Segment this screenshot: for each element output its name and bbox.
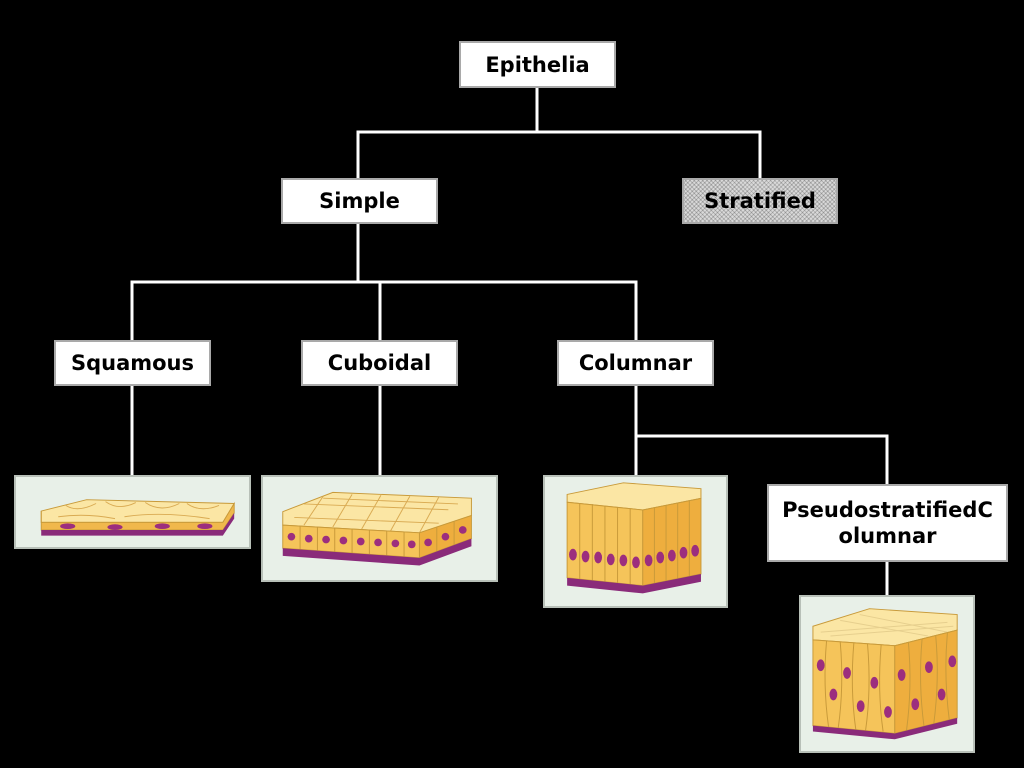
connector-simple-cuboidal bbox=[358, 280, 382, 340]
columnar-illustration bbox=[543, 475, 728, 608]
node-stratified: Stratified bbox=[682, 178, 838, 224]
squamous-tissue-icon bbox=[40, 499, 236, 536]
node-epithelia-label: Epithelia bbox=[485, 52, 590, 77]
squamous-illustration bbox=[14, 475, 251, 549]
node-simple: Simple bbox=[281, 178, 438, 224]
node-pseudostratified-label: PseudostratifiedColumnar bbox=[782, 498, 993, 548]
connector-simple-columnar bbox=[380, 280, 638, 340]
pseudostratified-illustration bbox=[799, 595, 975, 753]
connector-columnar-pseudostratified bbox=[636, 434, 889, 484]
node-columnar-label: Columnar bbox=[578, 351, 693, 375]
node-epithelia: Epithelia bbox=[459, 41, 616, 88]
node-simple-label: Simple bbox=[319, 189, 400, 213]
node-squamous: Squamous bbox=[54, 340, 211, 386]
connector-epithelia-stratified bbox=[537, 130, 762, 178]
pseudostratified-tissue-icon bbox=[812, 608, 958, 740]
cuboidal-tissue-icon bbox=[282, 491, 472, 566]
columnar-tissue-icon bbox=[566, 482, 702, 594]
cuboidal-illustration bbox=[261, 475, 498, 582]
node-cuboidal-label: Cuboidal bbox=[327, 351, 432, 375]
node-columnar: Columnar bbox=[557, 340, 714, 386]
connector-epithelia-children bbox=[356, 88, 539, 178]
node-cuboidal: Cuboidal bbox=[301, 340, 458, 386]
node-pseudostratified-columnar: PseudostratifiedColumnar bbox=[767, 484, 1008, 562]
node-squamous-label: Squamous bbox=[70, 351, 195, 375]
connector-simple-children bbox=[130, 224, 360, 340]
node-stratified-label: Stratified bbox=[704, 189, 816, 213]
